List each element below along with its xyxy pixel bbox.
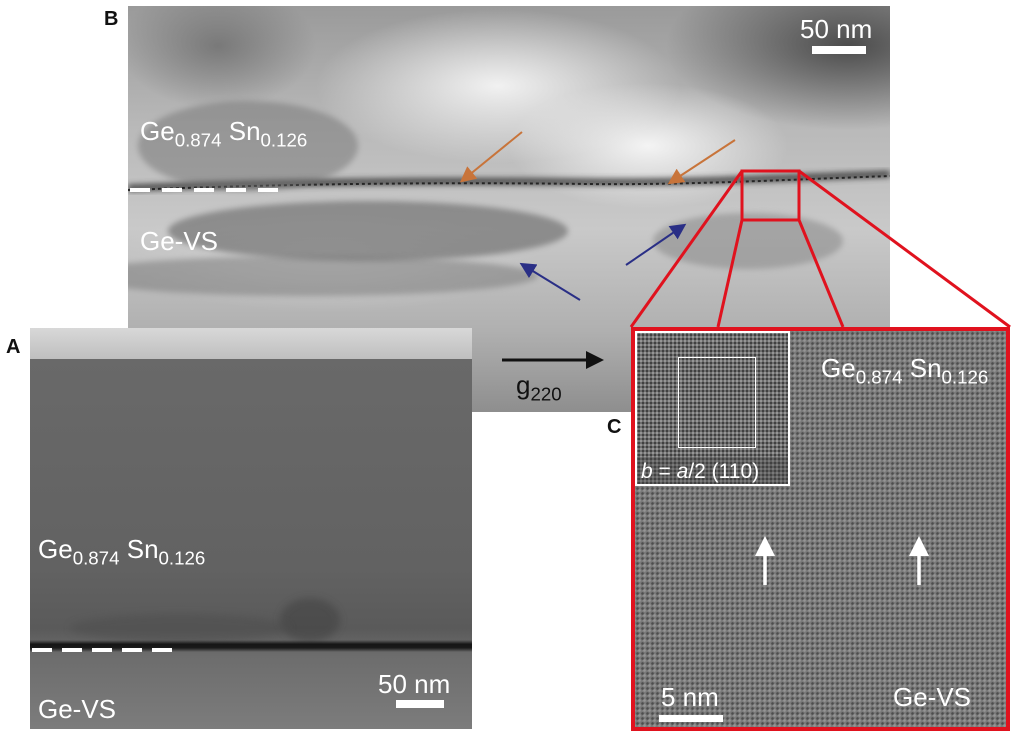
burgers-direction: /2 (110)	[688, 460, 760, 483]
burgers-a: a	[676, 460, 689, 483]
panel-a-interface	[30, 640, 472, 652]
panel-b-vector-label: g220	[516, 372, 562, 404]
alloy-sn: Sn	[119, 534, 159, 564]
panel-c-scale-bar	[659, 715, 723, 722]
alloy-sn: Sn	[221, 116, 261, 146]
vector-g: g	[516, 370, 531, 400]
burgers-b: b	[641, 460, 653, 483]
panel-label-a: A	[6, 336, 21, 358]
panel-a-alloy-label: Ge0.874 Sn0.126	[38, 536, 205, 568]
panel-a-top-layer	[30, 328, 472, 359]
burgers-vector-label: b = a/2 (110)	[641, 461, 759, 482]
inset-caption-band	[637, 457, 788, 484]
inset-selection-box	[678, 357, 756, 448]
panel-c-alloy-label: Ge0.874 Sn0.126	[821, 355, 988, 387]
alloy-ge: Ge	[38, 534, 73, 564]
alloy-ge-fraction: 0.874	[855, 366, 903, 388]
alloy-ge: Ge	[140, 116, 175, 146]
panel-c-substrate-label: Ge-VS	[893, 682, 972, 712]
panel-a-scale-label: 50 nm	[378, 669, 451, 699]
alloy-ge-fraction: 0.874	[174, 129, 222, 151]
panel-label-b: B	[104, 8, 119, 30]
panel-c-scale-label: 5 nm	[661, 682, 719, 712]
panel-a-substrate-label: Ge-VS	[38, 694, 117, 724]
alloy-ge: Ge	[821, 353, 856, 383]
alloy-sn-fraction: 0.126	[941, 366, 989, 388]
panel-b-alloy-label: Ge0.874 Sn0.126	[140, 118, 307, 150]
hrtem-image-panel-c: b = a/2 (110) Ge0.874 Sn0.126 Ge-VS 5 nm	[631, 327, 1010, 731]
panel-c-inset: b = a/2 (110)	[635, 331, 790, 486]
panel-b-substrate-label: Ge-VS	[140, 226, 219, 256]
panel-b-scale-label: 50 nm	[800, 14, 873, 44]
vector-index: 220	[530, 383, 562, 405]
alloy-sn-fraction: 0.126	[260, 129, 308, 151]
tem-image-panel-a: Ge0.874 Sn0.126 Ge-VS 50 nm	[30, 328, 472, 729]
panel-label-c: C	[607, 416, 622, 438]
panel-b-scale-bar	[812, 46, 866, 54]
alloy-ge-fraction: 0.874	[72, 547, 120, 569]
burgers-equals: =	[652, 460, 677, 483]
alloy-sn-fraction: 0.126	[158, 547, 206, 569]
alloy-sn: Sn	[902, 353, 942, 383]
panel-a-scale-bar	[396, 700, 444, 708]
